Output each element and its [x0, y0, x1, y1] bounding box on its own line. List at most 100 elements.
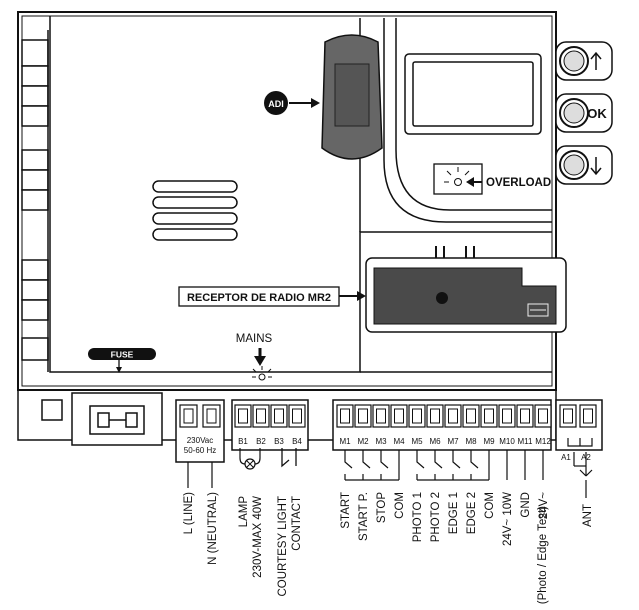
up-button[interactable] — [555, 41, 613, 81]
adi-label: ADI — [268, 99, 284, 109]
voltage-rating-label: 230Vac — [187, 436, 214, 445]
terminal-desc: EDGE 1 — [448, 492, 460, 534]
terminal-id-label: M8 — [465, 437, 477, 446]
adi-badge-icon — [264, 91, 288, 115]
terminal-desc: START P. — [358, 492, 370, 541]
switch-contact-icon — [344, 450, 353, 480]
terminal-id-label: B4 — [292, 437, 302, 446]
switch-contact-icon — [470, 450, 479, 480]
terminal-desc: STOP — [376, 492, 388, 523]
lamp-desc-3: CONTACT — [291, 496, 303, 551]
contact-switch-icon — [281, 448, 297, 468]
mains-label: MAINS — [236, 333, 273, 345]
terminal-a1: A1 — [559, 404, 577, 462]
adi-connector: ADI — [264, 34, 383, 160]
terminal-id-label: A1 — [561, 453, 571, 462]
overload-label: OVERLOAD — [486, 177, 551, 189]
lamp-desc-0: LAMP — [238, 496, 250, 528]
terminal-desc-neutral: N (NEUTRAL) — [207, 492, 219, 565]
terminal-desc: 24V~ — [538, 492, 550, 519]
switch-contact-icon — [452, 450, 461, 480]
terminal-id-label: A2 — [581, 453, 591, 462]
terminal-desc-line: L (LINE) — [183, 492, 195, 535]
terminal-id-label: M12 — [535, 437, 551, 446]
terminal-id-label: B3 — [274, 437, 284, 446]
fuse-label: FUSE — [111, 350, 134, 360]
display-window — [404, 53, 542, 135]
power-terminals: 230Vac 50-60 Hz L (LINE) N (NEUTRAL) — [179, 404, 221, 565]
antenna-label: ANT — [582, 504, 594, 527]
switch-contact-icon — [362, 450, 371, 480]
antenna-terminals: ANT A1 A2 — [559, 404, 597, 527]
terminal-b3: B3 — [270, 404, 288, 446]
terminal-id-label: M1 — [339, 437, 351, 446]
terminal-b1: B1 — [234, 404, 252, 446]
arrow-down-icon — [590, 157, 602, 176]
mains-led-icon — [258, 373, 266, 381]
down-button[interactable] — [555, 145, 613, 185]
fuse-holder — [89, 405, 145, 435]
fuse-badge: FUSE — [88, 348, 156, 373]
menu-buttons: OK — [555, 41, 613, 185]
terminal-id-label: B2 — [256, 437, 266, 446]
terminal-id-label: M9 — [483, 437, 495, 446]
overload-led: OVERLOAD — [433, 163, 551, 195]
terminal-id-label: M5 — [411, 437, 423, 446]
control-test-note: (Photo / Edge Test) — [537, 506, 549, 604]
inner-panels — [49, 16, 552, 373]
control-note: (Photo / Edge Test) — [537, 506, 549, 604]
terminal-id-label: M6 — [429, 437, 441, 446]
terminal-desc: 24V~ 10W — [502, 492, 514, 546]
ok-label: OK — [587, 106, 607, 121]
radio-receiver: RECEPTOR DE RADIO MR2 — [178, 246, 567, 333]
terminal-desc: EDGE 2 — [466, 492, 478, 534]
terminal-b4: B4 — [288, 404, 306, 446]
switch-contact-icon — [380, 450, 389, 480]
terminal-id-label: M2 — [357, 437, 369, 446]
terminal-id-label: M4 — [393, 437, 405, 446]
terminal-desc: COM — [484, 492, 496, 519]
terminal-id-label: B1 — [238, 437, 248, 446]
terminal-desc: START — [340, 492, 352, 529]
terminal-id-label: M10 — [499, 437, 515, 446]
mains-led: MAINS — [236, 333, 273, 381]
lamp-desc-1: 230V-MAX 40W — [252, 496, 264, 578]
frequency-rating-label: 50-60 Hz — [184, 446, 216, 455]
terminal-desc: GND — [520, 492, 532, 518]
terminal-id-label: M7 — [447, 437, 459, 446]
board-housing — [17, 11, 557, 391]
terminal-desc: PHOTO 1 — [412, 492, 424, 542]
terminal-m12: M12 24V~ — [534, 404, 552, 519]
terminal-id-label: M11 — [518, 437, 534, 446]
antenna-icon — [579, 469, 593, 498]
terminal-desc: COM — [394, 492, 406, 519]
ok-button[interactable]: OK — [555, 93, 613, 133]
radio-receiver-label: RECEPTOR DE RADIO MR2 — [187, 292, 331, 304]
terminal-id-label: M3 — [375, 437, 387, 446]
vent-slots — [152, 180, 238, 241]
terminal-m10: M10 24V~ 10W — [498, 404, 516, 546]
lamp-desc-2: COURTESY LIGHT — [277, 496, 289, 597]
led-icon — [454, 178, 462, 186]
left-clips — [21, 30, 49, 372]
terminal-b2: B2 — [252, 404, 270, 446]
switch-contact-icon — [434, 450, 443, 480]
arrow-up-icon — [590, 51, 602, 70]
lamp-terminals: B1 B2 B3 B4 LAMP 230V-MAX 40W COURTESY LIGH… — [234, 404, 306, 597]
terminal-desc: PHOTO 2 — [430, 492, 442, 542]
terminal-a2: A2 — [579, 404, 597, 462]
switch-contact-icon — [416, 450, 425, 480]
